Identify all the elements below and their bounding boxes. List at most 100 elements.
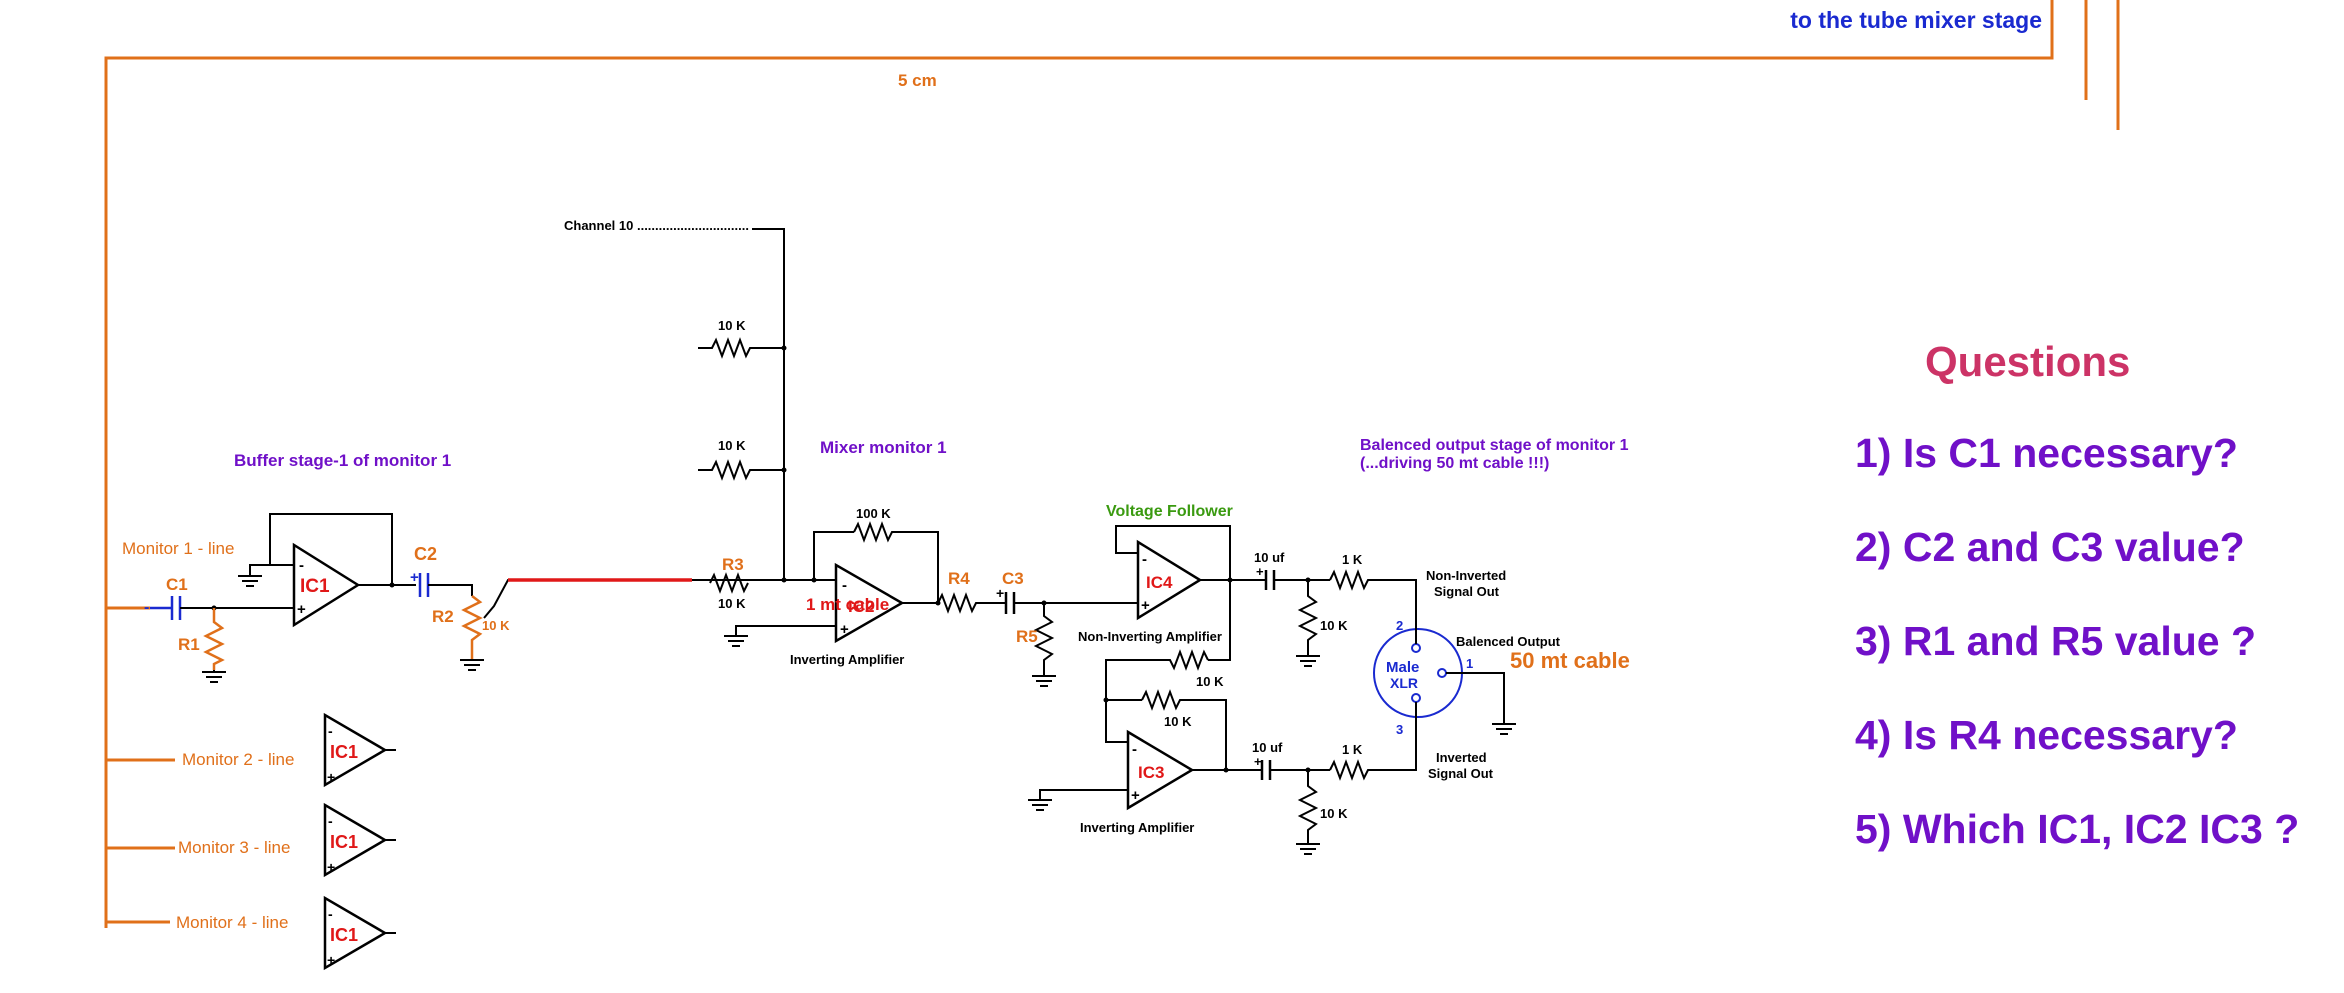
svg-text:-: - [328,723,333,739]
svg-text:2: 2 [1396,618,1403,633]
svg-text:IC3: IC3 [1138,763,1164,782]
question-item: 2) C2 and C3 value? [1855,524,2245,570]
question-item: 4) Is R4 necessary? [1855,712,2238,758]
svg-text:-: - [1142,551,1147,568]
monitor3-label: Monitor 3 - line [178,838,290,857]
balanced-output-label: Balenced Output [1456,634,1561,649]
cable-label: 50 mt cable [1510,648,1630,673]
question-item: 5) Which IC1, IC2 IC3 ? [1855,806,2300,852]
svg-text:3: 3 [1396,722,1403,737]
res-10k-b [1141,689,1227,770]
r1-label: R1 [178,635,200,654]
svg-text:1: 1 [1466,656,1473,671]
cable-note: 1 mt cable [806,595,889,614]
c3-plus: + [996,585,1004,601]
c1-label: C1 [166,575,188,594]
r4-resistor [937,592,1000,614]
channel10-label: Channel 10 .............................… [564,218,749,233]
svg-text:IC4: IC4 [1146,573,1173,592]
r4-label: R4 [948,569,970,588]
orange-bus [104,0,2120,928]
r-bottom-1k [1329,726,1417,781]
questions-list: 1) Is C1 necessary? 2) C2 and C3 value? … [1855,430,2299,900]
r2-value: 10 K [482,618,510,633]
svg-text:-: - [842,577,847,594]
r1-resistor [203,608,225,670]
r-gnd-bottom [1297,770,1319,844]
c1-minus: - [144,599,149,616]
inverted-line2: Signal Out [1428,766,1494,781]
ic3-amp-label: Inverting Amplifier [1080,820,1194,835]
c1-capacitor [150,596,182,620]
ic2-amp-label: Inverting Amplifier [790,652,904,667]
r3-label: R3 [722,555,744,574]
r-gnd-top-value: 10 K [1320,618,1348,633]
inverted-line1: Inverted [1436,750,1487,765]
svg-text:IC2: IC2 [848,597,874,616]
c3-label: C3 [1002,569,1024,588]
mixer-res-a [698,337,784,359]
question-item: 3) R1 and R5 value ? [1855,618,2257,664]
svg-text:IC1: IC1 [300,576,330,597]
non-inverted-line1: Non-Inverted [1426,568,1506,583]
cap-top-plus: + [1256,564,1264,579]
svg-text:Male: Male [1386,659,1419,676]
ic2-opamp: IC2 - + [834,562,905,644]
svg-text:+: + [327,859,335,875]
svg-text:-: - [328,813,333,829]
r2-label: R2 [432,607,454,626]
mixer-res-b-value: 10 K [718,438,746,453]
cap-bottom-value: 10 uf [1252,740,1283,755]
svg-text:IC1: IC1 [330,832,358,852]
ic1-opamp: IC1 [249,513,393,628]
ic3-opamp: IC3 - + [1126,729,1195,811]
r-bottom-value: 1 K [1342,742,1363,757]
question-item: 1) Is C1 necessary? [1855,430,2238,476]
ic4-amp-label: Non-Inverting Amplifier [1078,629,1222,644]
mixer-res-b [698,459,784,481]
r2-potentiometer [461,595,483,660]
cap-top [1264,570,1276,590]
monitor3-ic1: IC1 - + [323,802,396,878]
c2-plus: + [410,569,419,586]
r-gnd-bottom-value: 10 K [1320,806,1348,821]
buffer-title: Buffer stage-1 of monitor 1 [234,451,451,470]
r5-resistor [1033,603,1055,676]
r3-value: 10 K [718,596,746,611]
feedback-value: 100 K [856,506,891,521]
ic4-opamp: IC4 - + [1136,539,1203,621]
r-gnd-top [1297,580,1319,656]
c3-capacitor [1004,592,1016,614]
ic1-minus: - [299,557,304,574]
monitor2-label: Monitor 2 - line [182,750,294,769]
svg-text:IC1: IC1 [330,742,358,762]
r-top-1k [1329,569,1417,620]
cap-bottom-plus: + [1254,754,1262,769]
cap-top-value: 10 uf [1254,550,1285,565]
balanced-title-2: (...driving 50 mt cable !!!) [1360,455,1549,472]
cap-bottom [1260,760,1272,780]
svg-text:IC1: IC1 [330,925,358,945]
monitor2-ic1: IC1 - + [323,712,396,788]
c2-capacitor [418,573,430,597]
mixer-title: Mixer monitor 1 [820,438,947,457]
svg-text:+: + [327,769,335,785]
monitor1-label: Monitor 1 - line [122,539,234,558]
r-top-value: 1 K [1342,552,1363,567]
balanced-title-1: Balenced output stage of monitor 1 [1360,437,1629,454]
questions-title: Questions [1925,338,2131,385]
r3-resistor [709,572,749,594]
r-feedback-100k [853,521,939,603]
res-10k-b-value: 10 K [1164,714,1192,729]
svg-text:+: + [840,621,849,638]
monitor4-ic1: IC1 - + [323,895,396,971]
r5-label: R5 [1016,627,1038,646]
res-10k-a [1105,649,1209,700]
non-inverted-line2: Signal Out [1434,584,1500,599]
monitor4-label: Monitor 4 - line [176,913,288,932]
svg-text:XLR: XLR [1390,675,1418,691]
to-mixer-label: to the tube mixer stage [1790,7,2042,33]
res-10k-a-value: 10 K [1196,674,1224,689]
svg-text:+: + [1131,787,1140,804]
